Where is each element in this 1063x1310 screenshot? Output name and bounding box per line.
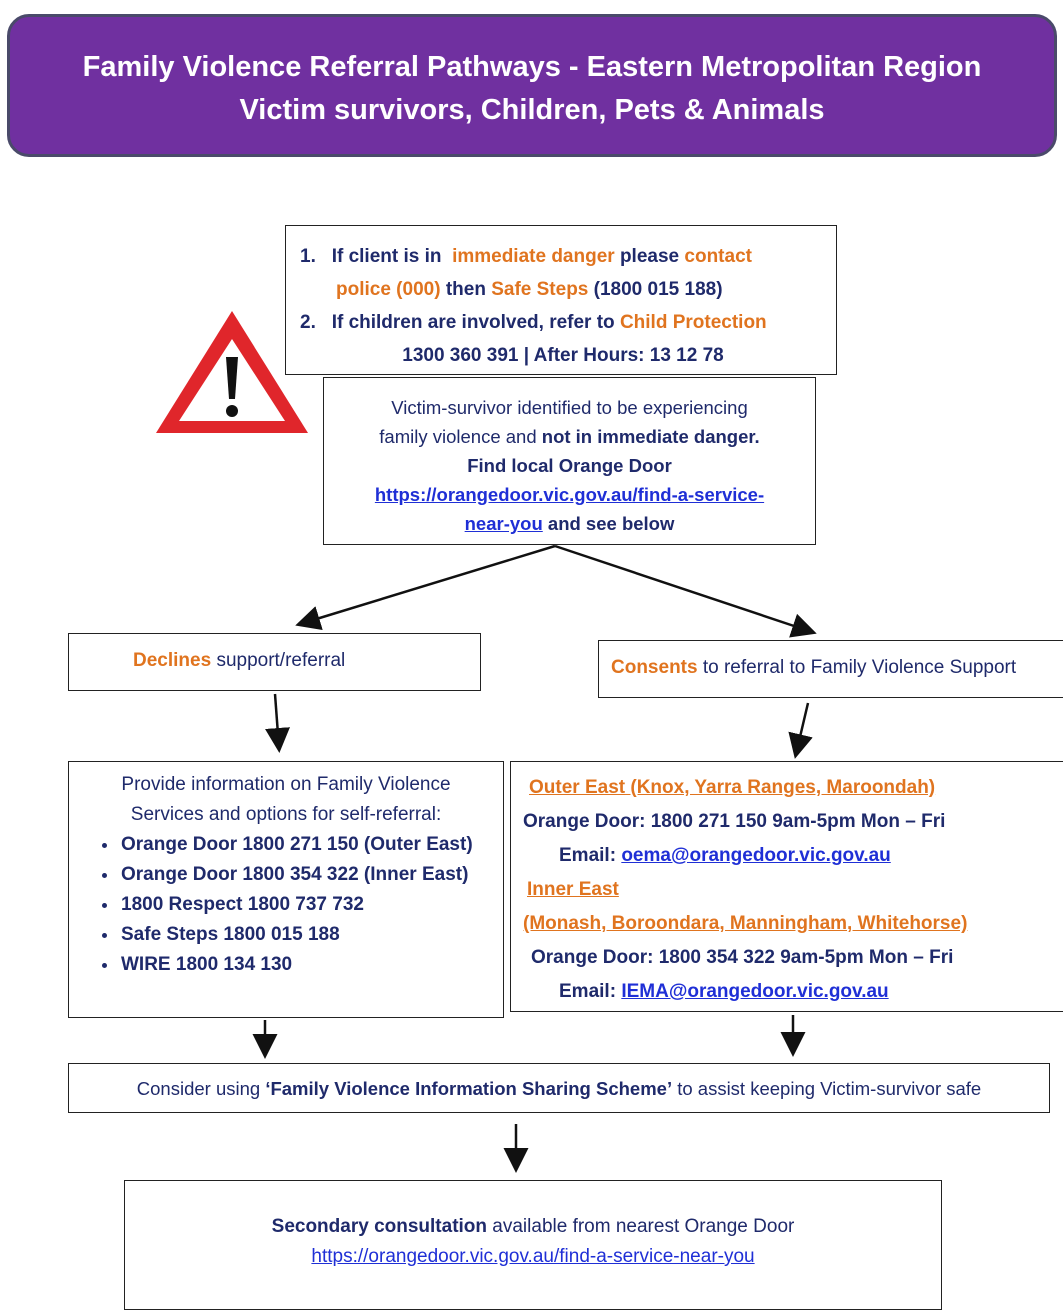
declines-box: Declines support/referral [68,633,481,691]
secondary-consultation-link[interactable]: https://orangedoor.vic.gov.au/find-a-ser… [311,1246,755,1267]
find-service-link-cont[interactable]: near-you [464,513,543,534]
outer-east-title: Outer East (Knox, Yarra Ranges, Maroonda… [529,777,936,798]
arrow-to-declines [295,544,556,631]
urgent-item-2: 2. If children are involved, refer to Ch… [300,312,767,333]
orange-door-regions-box: Outer East (Knox, Yarra Ranges, Maroonda… [510,761,1063,1012]
title-line-2: Victim survivors, Children, Pets & Anima… [239,94,825,126]
consents-box: Consents to referral to Family Violence … [598,640,1063,698]
self-referral-info-box: Provide information on Family Violence S… [68,761,504,1018]
not-immediate-danger-box: Victim-survivor identified to be experie… [323,377,816,545]
outer-east-email-link[interactable]: oema@orangedoor.vic.gov.au [621,845,891,866]
list-item: Orange Door 1800 354 322 (Inner East) [119,860,503,890]
title-line-1: Family Violence Referral Pathways - East… [82,51,982,83]
arrow-consents-down [788,702,813,759]
information-sharing-box: Consider using ‘Family Violence Informat… [68,1063,1050,1113]
outer-east-email: Email: oema@orangedoor.vic.gov.au [559,845,891,866]
child-protection-numbers: 1300 360 391 | After Hours: 13 12 78 [402,345,724,366]
service-list: Orange Door 1800 271 150 (Outer East) Or… [69,830,503,980]
list-item: Safe Steps 1800 015 188 [119,920,503,950]
arrow-to-consents [554,544,817,638]
inner-east-email: Email: IEMA@orangedoor.vic.gov.au [559,981,889,1002]
inner-east-title: Inner East [527,879,619,900]
inner-east-email-link[interactable]: IEMA@orangedoor.vic.gov.au [621,981,889,1002]
arrow-declines-down [265,693,290,753]
outer-east-phone: Orange Door: 1800 271 150 9am-5pm Mon – … [523,811,946,832]
list-item: Orange Door 1800 271 150 (Outer East) [119,830,503,860]
flow-arrows [252,544,817,1173]
inner-east-phone: Orange Door: 1800 354 322 9am-5pm Mon – … [531,947,954,968]
warning-triangle-icon [156,311,308,433]
inner-east-areas: (Monash, Boroondara, Manningham, Whiteho… [523,913,968,934]
list-item: WIRE 1800 134 130 [119,950,503,980]
urgent-item-1: 1. If client is in immediate danger plea… [300,246,752,267]
immediate-danger-box: 1. If client is in immediate danger plea… [285,225,837,375]
urgent-item-1-cont: police (000) then Safe Steps (1800 015 1… [336,279,723,300]
title-banner: Family Violence Referral Pathways - East… [7,14,1057,157]
list-item: 1800 Respect 1800 737 732 [119,890,503,920]
find-service-link[interactable]: https://orangedoor.vic.gov.au/find-a-ser… [374,484,765,505]
